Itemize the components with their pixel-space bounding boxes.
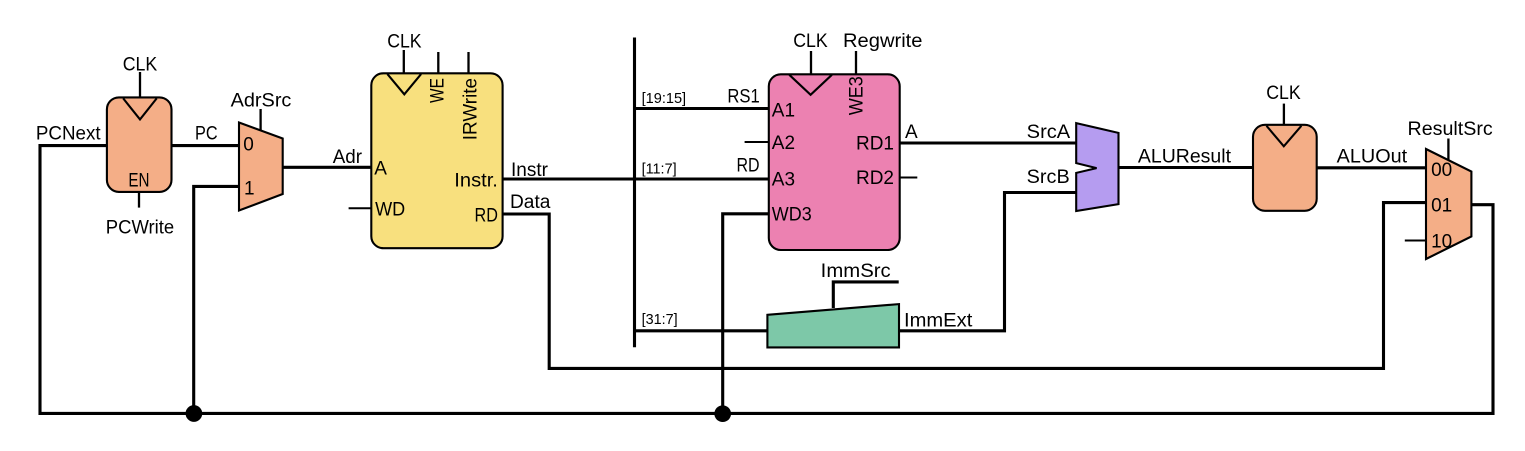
svg-text:RD2: RD2 [856,168,894,189]
svg-text:ALUOut: ALUOut [1337,146,1408,167]
svg-text:Regwrite: Regwrite [843,31,923,52]
svg-text:RD1: RD1 [856,134,894,155]
svg-text:[19:15]: [19:15] [642,90,687,107]
svg-text:Instr.: Instr. [454,171,498,192]
svg-text:WE3: WE3 [846,76,867,115]
svg-text:ImmExt: ImmExt [904,310,973,331]
svg-text:A2: A2 [772,133,795,154]
svg-text:ImmSrc: ImmSrc [821,261,891,282]
svg-text:EN: EN [128,170,149,191]
svg-text:PC: PC [195,123,218,144]
svg-text:WD: WD [375,200,405,221]
svg-text:[31:7]: [31:7] [642,311,678,328]
svg-text:CLK: CLK [1266,83,1301,104]
svg-text:A3: A3 [772,169,795,190]
svg-text:00: 00 [1431,160,1452,181]
svg-text:0: 0 [243,134,254,155]
svg-text:Data: Data [510,192,551,213]
svg-text:10: 10 [1431,231,1452,252]
svg-text:WE: WE [428,78,449,103]
svg-text:Adr: Adr [333,147,363,168]
svg-text:A: A [374,159,387,180]
svg-text:01: 01 [1431,196,1452,217]
svg-text:RD: RD [475,205,498,226]
svg-text:AdrSrc: AdrSrc [231,90,292,111]
svg-text:[11:7]: [11:7] [642,161,677,178]
svg-text:SrcB: SrcB [1027,167,1070,188]
svg-text:Instr: Instr [511,160,549,181]
svg-text:SrcA: SrcA [1027,122,1071,143]
svg-text:IRWrite: IRWrite [461,78,482,140]
svg-text:CLK: CLK [123,55,158,76]
svg-text:ALUResult: ALUResult [1138,146,1232,167]
svg-text:PCWrite: PCWrite [106,217,174,238]
svg-text:CLK: CLK [793,31,828,52]
svg-text:A1: A1 [772,100,795,121]
svg-text:PCNext: PCNext [36,123,101,144]
svg-text:1: 1 [244,178,255,199]
svg-text:RD: RD [737,155,760,176]
svg-text:CLK: CLK [387,31,422,52]
svg-text:A: A [905,122,918,143]
svg-text:WD3: WD3 [772,205,812,226]
svg-text:ResultSrc: ResultSrc [1408,119,1493,140]
svg-text:RS1: RS1 [727,86,759,107]
